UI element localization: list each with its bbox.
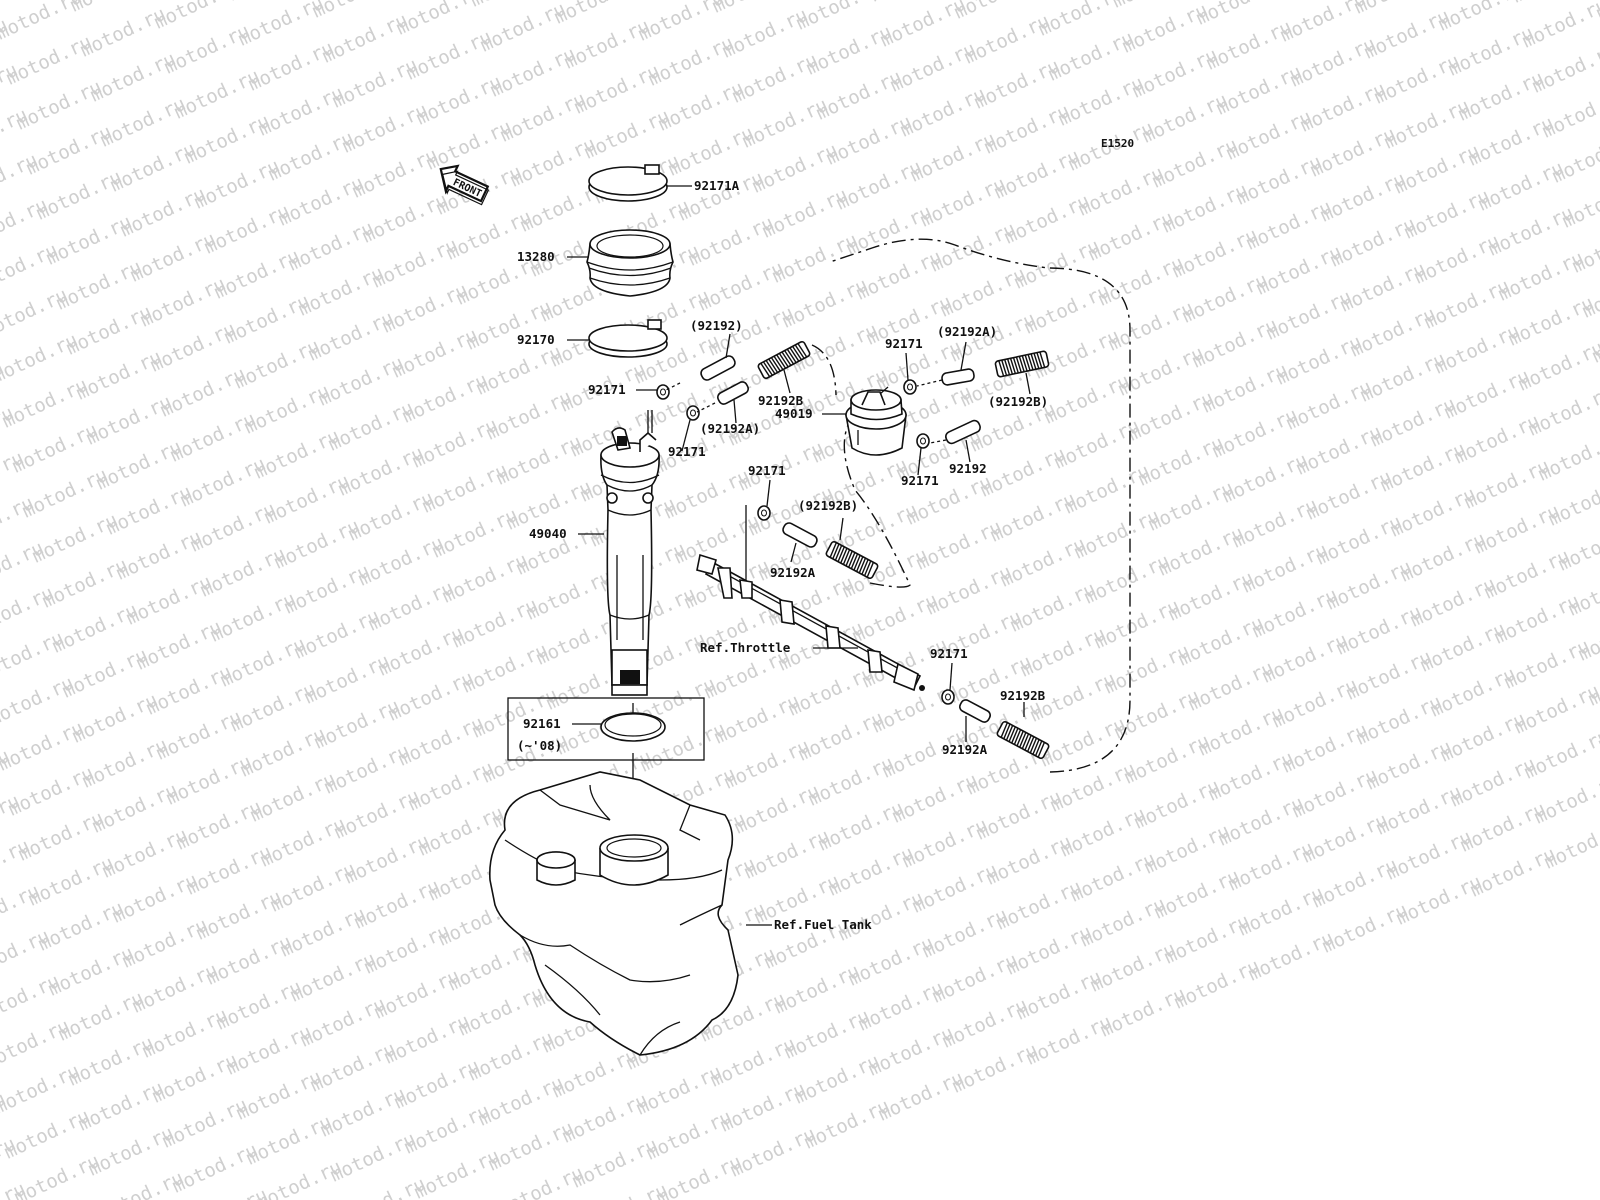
sleeve-92192B-left[interactable] <box>757 340 811 380</box>
routing-line-main <box>829 238 1131 773</box>
clip-92171-left-top[interactable] <box>656 384 670 400</box>
label-92192-filter: 92192 <box>949 461 987 476</box>
label-92161-note: (~'08) <box>517 738 562 753</box>
label-92192B-filter: (92192B) <box>988 394 1048 409</box>
label-92171-rail: 92171 <box>930 646 968 661</box>
sleeve-92192B-filter[interactable] <box>994 350 1050 378</box>
label-92161: 92161 <box>523 716 561 731</box>
variant-box-92161 <box>507 697 705 761</box>
fuel-pump-49040[interactable] <box>600 410 660 696</box>
label-92171-mid: 92171 <box>748 463 786 478</box>
label-92192A-mid: 92192A <box>770 565 816 580</box>
label-92171-filter-bottom: 92171 <box>901 473 939 488</box>
label-92170: 92170 <box>517 332 555 347</box>
hose-92192A-filter[interactable] <box>941 368 975 386</box>
watermark-text: motod.ru <box>1593 0 1600 25</box>
fuel-rail-assembly[interactable] <box>696 553 925 692</box>
clip-92171-rail[interactable] <box>941 689 955 705</box>
label-92171-left-bottom: 92171 <box>668 444 706 459</box>
label-92192A-rail: 92192A <box>942 742 988 757</box>
label-49040: 49040 <box>529 526 567 541</box>
label-92192B-rail: 92192B <box>1000 688 1046 703</box>
label-ref-throttle[interactable]: Ref.Throttle <box>700 640 791 655</box>
label-92192B-mid: (92192B) <box>798 498 858 513</box>
diagram-code: E1520 <box>1101 137 1134 150</box>
sleeve-92192B-mid[interactable] <box>825 540 879 580</box>
fuel-tank[interactable] <box>488 771 739 1056</box>
clamp-92171A[interactable] <box>588 164 668 202</box>
clip-92171-mid[interactable] <box>757 505 771 521</box>
label-13280: 13280 <box>517 249 555 264</box>
label-ref-fuel-tank[interactable]: Ref.Fuel Tank <box>774 917 872 932</box>
hose-92192A-rail[interactable] <box>958 698 992 724</box>
clip-92171-filter-bottom[interactable] <box>916 433 930 449</box>
label-92192B-left: 92192B <box>758 393 804 408</box>
watermark-text: motod.ru <box>0 1178 29 1200</box>
routing-line-upper <box>811 344 837 396</box>
hose-92192-filter[interactable] <box>944 419 982 445</box>
label-92171-left-top: 92171 <box>588 382 626 397</box>
grommet-13280[interactable] <box>586 229 674 297</box>
label-92171A: 92171A <box>694 178 740 193</box>
sleeve-92192B-rail[interactable] <box>996 720 1050 760</box>
label-49019: 49019 <box>775 406 813 421</box>
routing-line-filter-rail <box>843 424 911 588</box>
label-92192A-filter: (92192A) <box>937 324 997 339</box>
label-92192-left: (92192) <box>690 318 743 333</box>
label-92171-filter-top: 92171 <box>885 336 923 351</box>
clip-92171-filter-top[interactable] <box>903 379 917 395</box>
hose-92192-left[interactable] <box>699 354 736 381</box>
hose-92192A-mid[interactable] <box>781 521 818 548</box>
fuel-filter-49019[interactable] <box>845 386 907 456</box>
oring-92161[interactable] <box>600 712 666 742</box>
label-92192A-left: (92192A) <box>700 421 760 436</box>
clip-92171-left-bottom[interactable] <box>686 405 700 421</box>
hose-92192A-left[interactable] <box>716 380 750 406</box>
clamp-92170[interactable] <box>588 319 668 358</box>
front-arrow-icon: FRONT <box>439 164 490 206</box>
